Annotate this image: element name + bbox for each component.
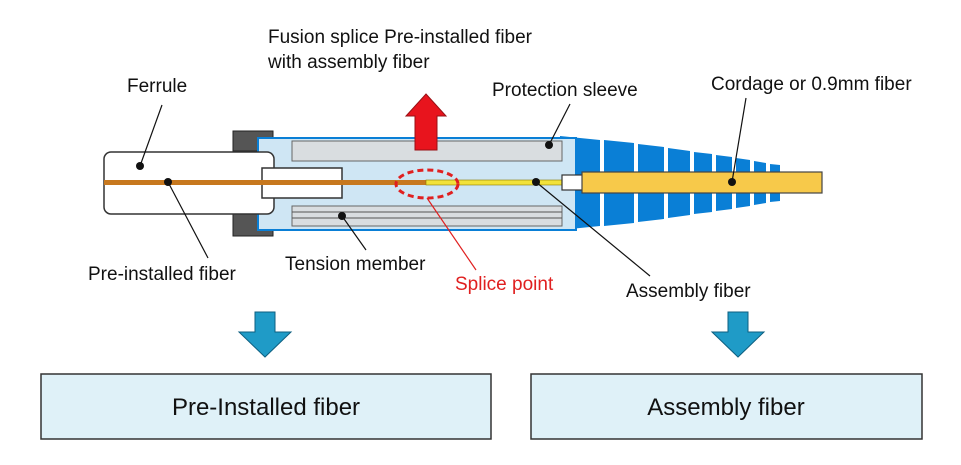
protection-sleeve-label: Protection sleeve [492, 80, 638, 101]
splice-point-marker [394, 168, 460, 200]
pre-installed-fiber-label: Pre-installed fiber [88, 264, 237, 285]
splice-point-label: Splice point [455, 274, 554, 295]
leader-dots [136, 141, 736, 220]
assembly-fiber-line [425, 179, 567, 186]
fusion-splice-label-line1: Fusion splice Pre-installed fiber [268, 27, 533, 48]
pre-installed-fiber-box [40, 373, 492, 440]
assembly-fiber-box-label: Assembly fiber [647, 394, 804, 421]
cordage-label: Cordage or 0.9mm fiber [711, 74, 912, 95]
pre-installed-fiber-line [104, 180, 426, 185]
tension-member-label: Tension member [285, 254, 426, 275]
pre-installed-fiber-box-label: Pre-Installed fiber [172, 394, 360, 421]
assembly-fiber-box [530, 373, 923, 440]
down-arrow-right [710, 311, 766, 358]
fiber-stub [561, 174, 585, 191]
down-arrow-left [237, 311, 293, 358]
ferrule-label: Ferrule [127, 76, 187, 97]
assembly-fiber-label: Assembly fiber [626, 281, 751, 302]
leader-lines [139, 97, 747, 277]
fusion-splice-label-line2: with assembly fiber [267, 52, 430, 73]
red-up-arrow [404, 93, 448, 151]
cordage [581, 171, 823, 194]
